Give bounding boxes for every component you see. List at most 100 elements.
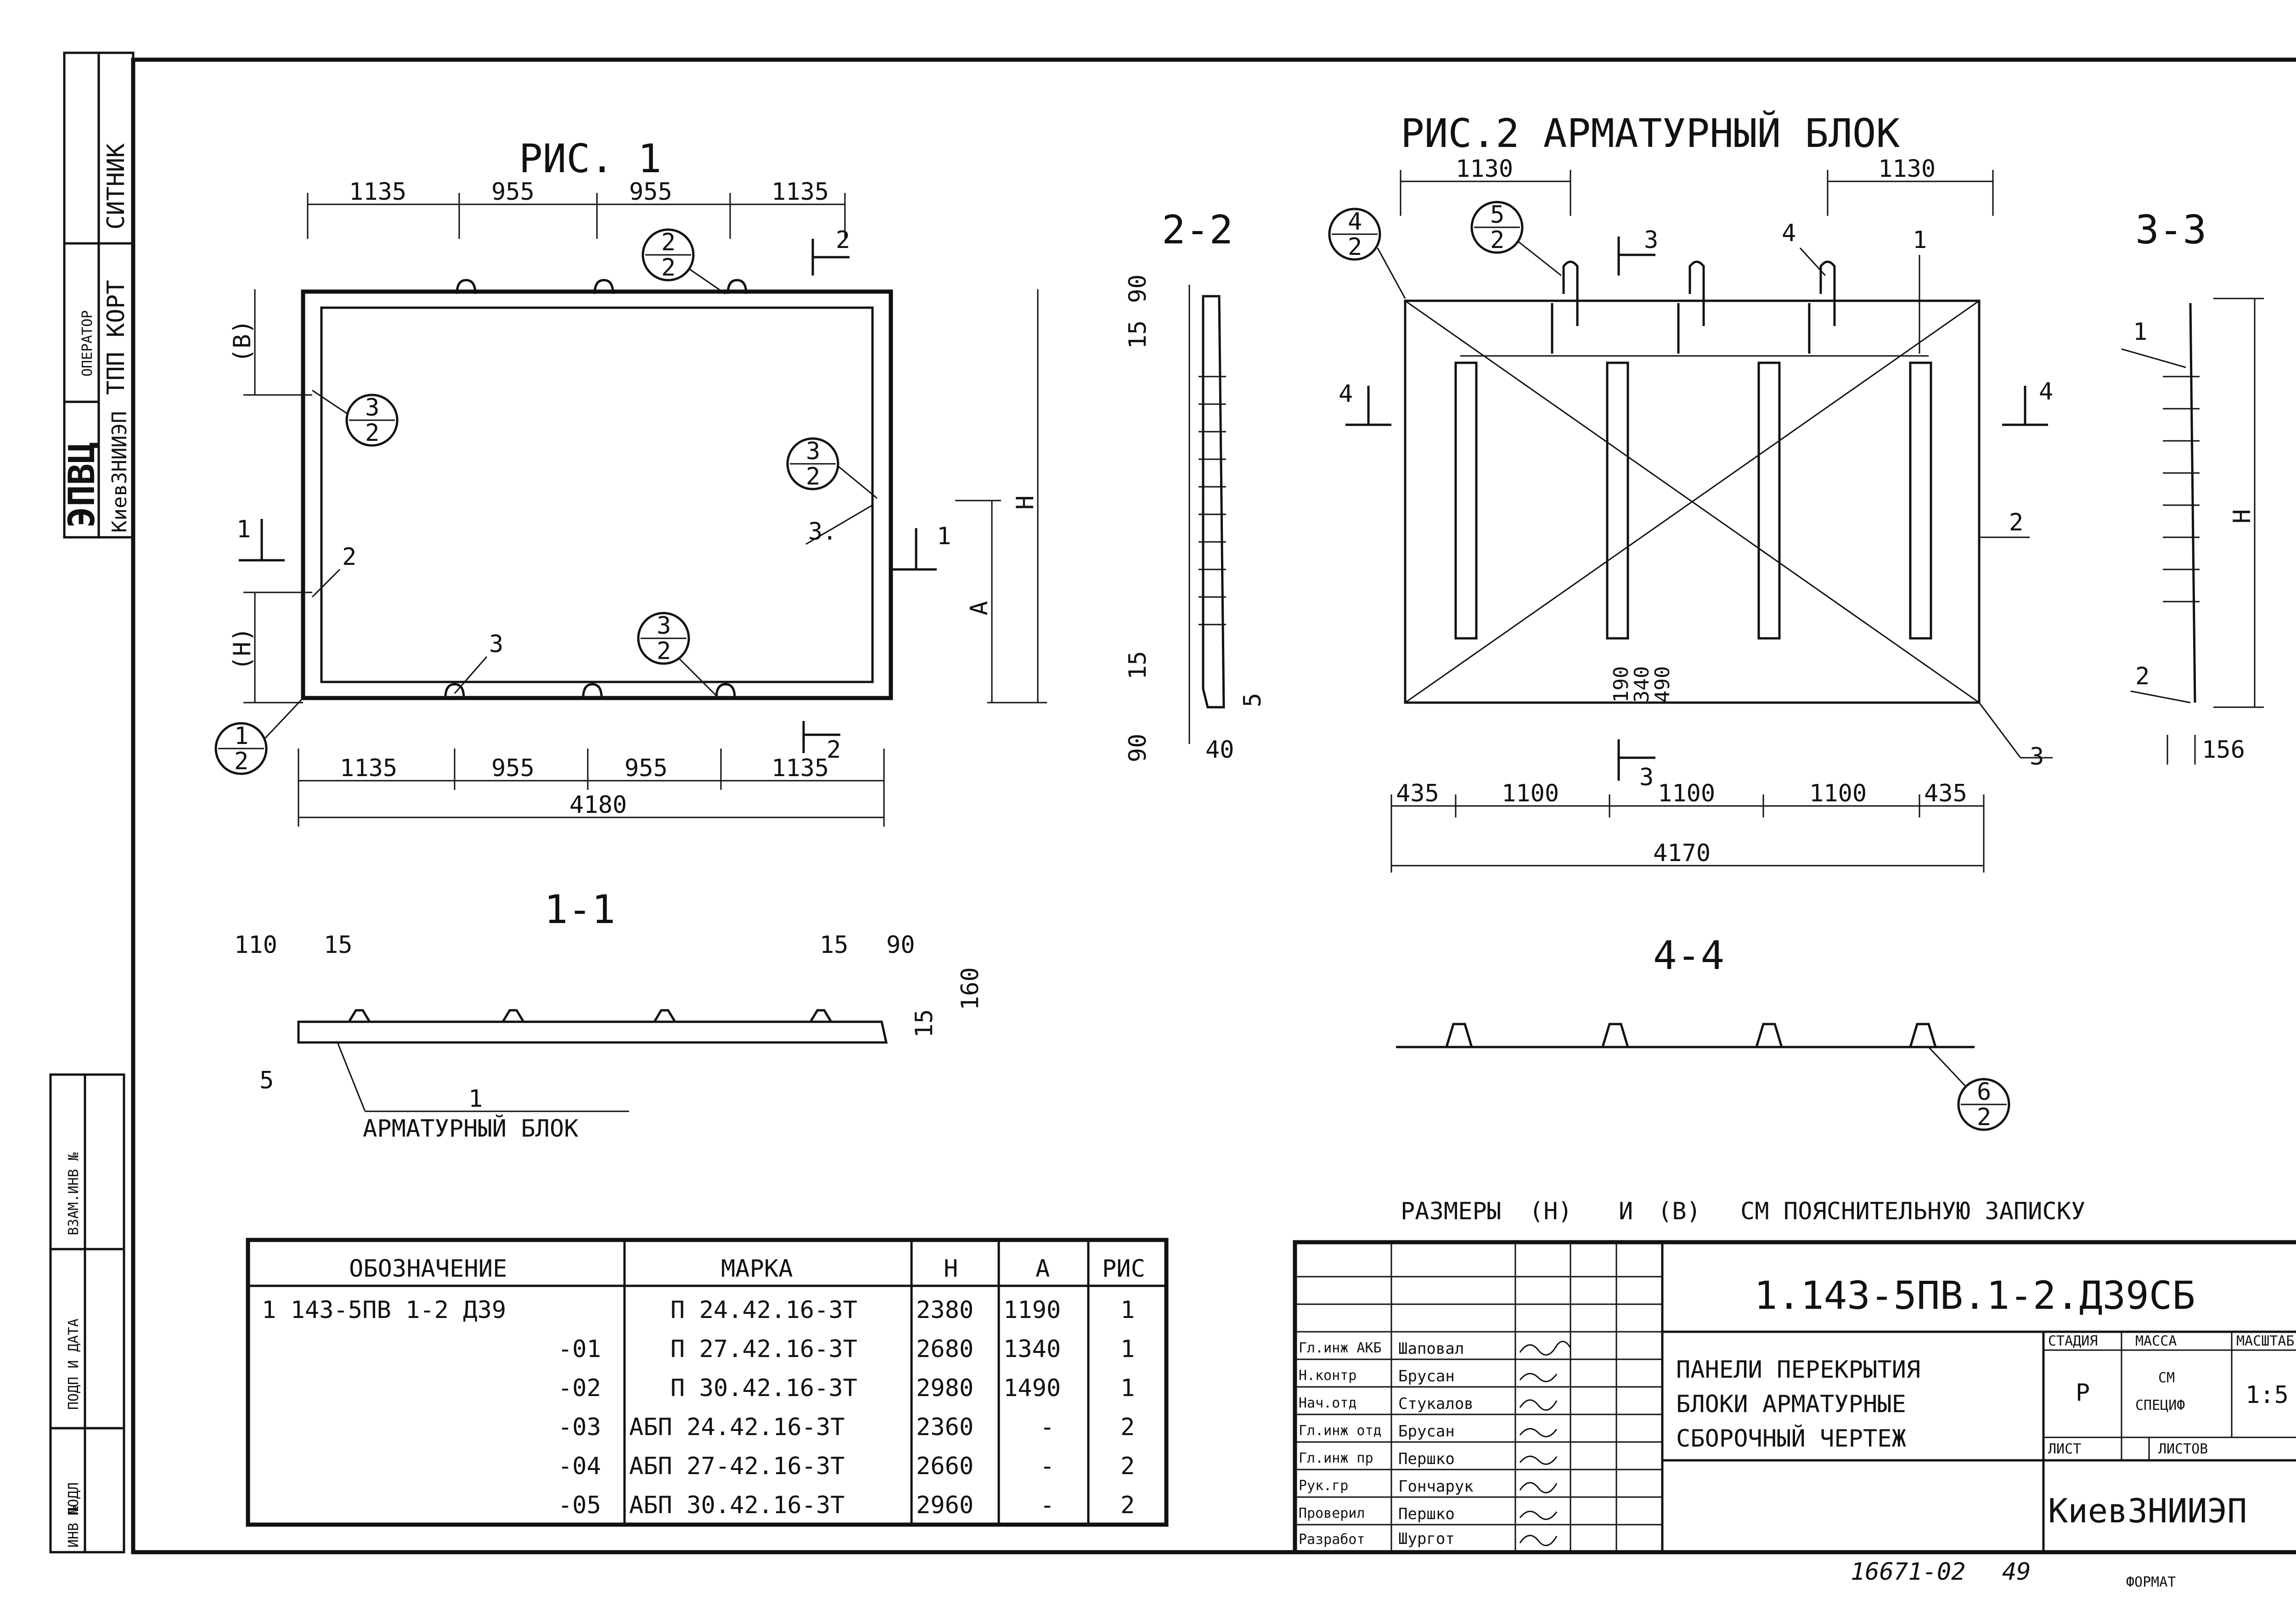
fig1-section-mark: 2 [836, 226, 850, 254]
spec-row: -01 П 27.42.16-3Т 2680 1340 1 [558, 1335, 1135, 1363]
svg-text:2: 2 [661, 254, 675, 282]
fig1-label-h-paren: (Н) [229, 627, 256, 670]
svg-text:-: - [1040, 1453, 1054, 1480]
svg-text:2: 2 [1977, 1104, 1991, 1131]
fig1-callout: 1 2 [214, 697, 304, 775]
fig1-section-mark: 1 [236, 516, 251, 543]
sec22-dim: 5 [1239, 693, 1266, 707]
svg-text:Нач.отд: Нач.отд [1299, 1395, 1356, 1411]
sec22-dim: 90 [1124, 733, 1152, 762]
svg-text:2360: 2360 [916, 1414, 974, 1441]
fig2-callout: 5 2 [1470, 201, 1562, 276]
svg-text:1 143-5ПВ 1-2 Д39: 1 143-5ПВ 1-2 Д39 [262, 1296, 506, 1324]
fig1-panel-outline [301, 289, 893, 700]
sec44-callout: 6 2 [1928, 1046, 2010, 1131]
svg-text:Гл.инж АКБ: Гл.инж АКБ [1299, 1340, 1382, 1356]
sec11-dim-bottom: 5 [259, 1067, 274, 1094]
svg-text:2: 2 [1120, 1414, 1135, 1441]
svg-text:1: 1 [1120, 1296, 1135, 1324]
section-4-4: 4-4 6 2 [1396, 933, 2010, 1131]
fig2: РИС.2 АРМАТУРНЫЙ БЛОК 1130 1130 435 1100… [1328, 110, 2053, 873]
fig2-title: РИС.2 АРМАТУРНЫЙ БЛОК [1401, 110, 1900, 157]
tb-person-row: Гл.инж АКБ Шаповал [1299, 1340, 1571, 1358]
fig1: РИС. 1 1135 955 955 1135 1135 955 955 [214, 136, 1047, 827]
sec22-dim: 15 [1124, 651, 1152, 680]
side-stamp-dept: ТПП КОРТ [102, 280, 130, 395]
svg-text:6: 6 [1977, 1078, 1991, 1106]
fig2-rib [1909, 361, 1932, 640]
fig2-top-dim: 1130 [1878, 155, 1936, 183]
svg-text:Шаповал: Шаповал [1398, 1340, 1464, 1358]
section-1-1: 1-1 110 15 15 90 160 15 5 1 АРМАТУРНЫЙ Б… [234, 887, 984, 1143]
side-stamp-org: ЭПВЦ [62, 442, 103, 528]
svg-text:1: 1 [1120, 1374, 1135, 1402]
sec11-dim-h: 160 [957, 967, 984, 1010]
svg-text:2960: 2960 [916, 1492, 974, 1519]
svg-text:Першко: Першко [1398, 1505, 1455, 1523]
fig1-bottom-dim: 955 [625, 755, 668, 782]
fig1-bottom-dim: 1135 [771, 755, 829, 782]
fig1-top-dim: 955 [491, 178, 535, 206]
fig1-callout: 2 2 [642, 228, 726, 295]
svg-text:2660: 2660 [916, 1453, 974, 1480]
sec33-label-h: Н [2228, 509, 2256, 524]
sec33-leader: 1 [2133, 318, 2147, 346]
svg-text:5: 5 [1490, 201, 1504, 229]
tb-person-row: Нач.отд Стукалов [1299, 1395, 1558, 1413]
tb-masshtab: 1:5 [2245, 1381, 2289, 1409]
svg-text:АБП 27-42.16-3Т: АБП 27-42.16-3Т [629, 1453, 845, 1480]
spec-row: -03 АБП 24.42.16-3Т 2360 - 2 [558, 1414, 1135, 1441]
fig1-total-dim: 4180 [569, 791, 627, 819]
svg-text:П 27.42.16-3Т: П 27.42.16-3Т [670, 1335, 857, 1363]
spec-header: ОБОЗНАЧЕНИЕ [349, 1255, 507, 1283]
section-2-2: 2-2 90 15 15 90 5 40 [1124, 207, 1266, 764]
tb-masshtab-label: МАСШТАБ [2236, 1333, 2294, 1349]
svg-text:АБП 24.42.16-3Т: АБП 24.42.16-3Т [629, 1414, 845, 1441]
fig2-leader-label: 4 [1782, 220, 1796, 247]
fig2-bottom-dim: 435 [1396, 780, 1439, 807]
fig2-vert-dim: 340 [1630, 666, 1654, 703]
tb-person-row: Рук.гр Гончарук [1299, 1477, 1558, 1496]
svg-text:2: 2 [657, 637, 671, 665]
svg-text:Проверил: Проверил [1299, 1505, 1365, 1521]
fig2-section-mark: 4 [2039, 378, 2053, 405]
tb-massa: СМ [2158, 1370, 2175, 1386]
fig2-bottom-dim: 1100 [1502, 780, 1559, 807]
tb-person-row: Гл.инж пр Першко [1299, 1450, 1558, 1468]
sec33-leader: 2 [2135, 663, 2150, 690]
side-strip-inv: ИНВ № [66, 1506, 82, 1548]
spec-header: А [1035, 1255, 1050, 1283]
svg-text:-03: -03 [558, 1414, 601, 1441]
spec-table: ОБОЗНАЧЕНИЕ МАРКА Н А РИС 1 143-5ПВ 1-2 … [246, 1238, 1169, 1527]
spec-row: -04 АБП 27-42.16-3Т 2660 - 2 [558, 1453, 1135, 1480]
sec33-title: 3-3 [2135, 207, 2206, 253]
side-strip: ВЗАМ.ИНВ № ПОДП И ДАТА ПОДЛ ИНВ № [49, 1073, 125, 1554]
fig1-title: РИС. 1 [519, 136, 662, 182]
side-stamp-operator-label: ОПЕРАТОР [79, 310, 96, 377]
fig1-label-a: А [966, 601, 993, 615]
svg-text:2: 2 [234, 748, 248, 775]
sec22-dim: 15 [1124, 320, 1152, 349]
footer-number: 16671-02 [1851, 1558, 1965, 1586]
fig1-top-dim: 1135 [349, 178, 406, 206]
svg-text:3: 3 [657, 612, 671, 640]
fig2-section-mark: 3 [1639, 764, 1654, 791]
sec44-title: 4-4 [1653, 933, 1724, 979]
svg-text:Шургот: Шургот [1398, 1530, 1455, 1548]
fig1-panel-inner [320, 306, 874, 683]
svg-text:-04: -04 [558, 1453, 601, 1480]
tb-title-line: СБОРОЧНЫЙ ЧЕРТЕЖ [1676, 1425, 1906, 1453]
sec11-dim-left: 110 [234, 931, 277, 959]
svg-text:Гл.инж отд: Гл.инж отд [1299, 1423, 1382, 1439]
fig2-leader-label: 1 [1913, 226, 1927, 254]
fig2-top-dim: 1130 [1456, 155, 1513, 183]
side-strip-zam-inv: ВЗАМ.ИНВ № [66, 1152, 82, 1235]
tb-title-line: ПАНЕЛИ ПЕРЕКРЫТИЯ [1676, 1356, 1920, 1384]
footer-format: ФОРМАТ [2126, 1574, 2176, 1590]
tb-person-row: Проверил Першко [1299, 1505, 1558, 1523]
svg-text:Н.контр: Н.контр [1299, 1368, 1356, 1384]
svg-text:И: И [1619, 1198, 1633, 1225]
tb-list-label: ЛИСТ [2048, 1441, 2081, 1457]
fig1-callout: 3 2 [637, 612, 717, 697]
